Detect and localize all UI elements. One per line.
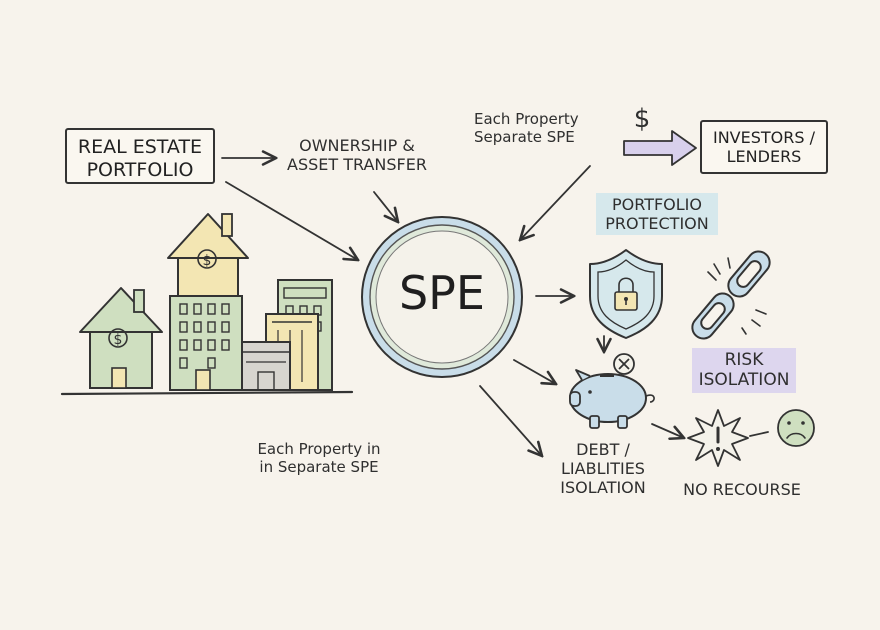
node-debt-line1: DEBT / — [576, 440, 630, 459]
sad-face-icon — [777, 409, 815, 447]
node-ownership-transfer: OWNERSHIP & ASSET TRANSFER — [282, 136, 432, 174]
node-each-property-bottom-line2: in Separate SPE — [259, 458, 379, 476]
node-spe: SPE — [398, 266, 485, 320]
building-icon: $ — [167, 213, 249, 391]
arrow-to-investors — [623, 130, 697, 166]
node-investors-line2: LENDERS — [726, 147, 802, 167]
node-risk-isolation: RISK ISOLATION — [692, 348, 796, 393]
svg-text:$: $ — [203, 253, 212, 269]
arrow-piggy-to-explosion — [651, 423, 684, 438]
node-debt-line3: ISOLATION — [560, 478, 646, 498]
node-real-estate-portfolio: REAL ESTATE PORTFOLIO — [65, 128, 215, 184]
node-protection-line2: PROTECTION — [605, 214, 709, 234]
connector-explosion-to-face — [749, 431, 769, 437]
node-each-property-bottom-line1: Each Property in — [257, 440, 381, 458]
flow-arrows — [221, 158, 769, 456]
arrow-each-property-to-spe — [520, 165, 591, 240]
arrow-spe-to-piggy — [513, 359, 556, 384]
shield-lock-icon — [589, 249, 663, 339]
arrow-spe-to-debt — [479, 385, 542, 456]
building-icon — [241, 341, 291, 391]
node-real-estate-portfolio-line1: REAL ESTATE — [77, 136, 203, 158]
node-each-property-top: Each Property Separate SPE — [474, 110, 604, 146]
broken-chain-icon — [691, 250, 771, 340]
node-each-property-bottom: Each Property in in Separate SPE — [244, 440, 394, 476]
node-investors-line1: INVESTORS / — [712, 128, 815, 147]
node-risk-line2: ISOLATION — [698, 370, 790, 391]
node-protection-line1: PORTFOLIO — [612, 195, 702, 214]
node-real-estate-portfolio-line2: PORTFOLIO — [86, 158, 194, 181]
dollar-icon: $ — [633, 104, 651, 134]
node-investors-lenders: INVESTORS / LENDERS — [700, 120, 828, 174]
node-no-recourse: NO RECOURSE — [683, 480, 801, 499]
node-ownership-line2: ASSET TRANSFER — [287, 155, 427, 175]
ground-line — [60, 390, 354, 396]
node-each-property-top-line1: Each Property — [474, 110, 579, 128]
spe-circle — [361, 216, 523, 378]
explosion-icon — [687, 409, 749, 467]
node-ownership-line1: OWNERSHIP & — [299, 136, 415, 155]
node-each-property-top-line2: Separate SPE — [474, 128, 575, 146]
piggy-bank-icon — [569, 353, 655, 429]
node-risk-line1: RISK — [724, 350, 764, 370]
break-marks — [707, 257, 767, 335]
arrow-ownership-to-spe — [373, 191, 398, 222]
node-debt-liabilities-isolation: DEBT / LIABLITIES ISOLATION — [548, 440, 658, 498]
arrow-portfolio-to-spe — [225, 181, 358, 260]
node-debt-line2: LIABLITIES — [561, 459, 645, 479]
house-icon: $ — [79, 287, 163, 389]
svg-text:$: $ — [114, 332, 123, 348]
node-portfolio-protection: PORTFOLIO PROTECTION — [596, 193, 718, 236]
